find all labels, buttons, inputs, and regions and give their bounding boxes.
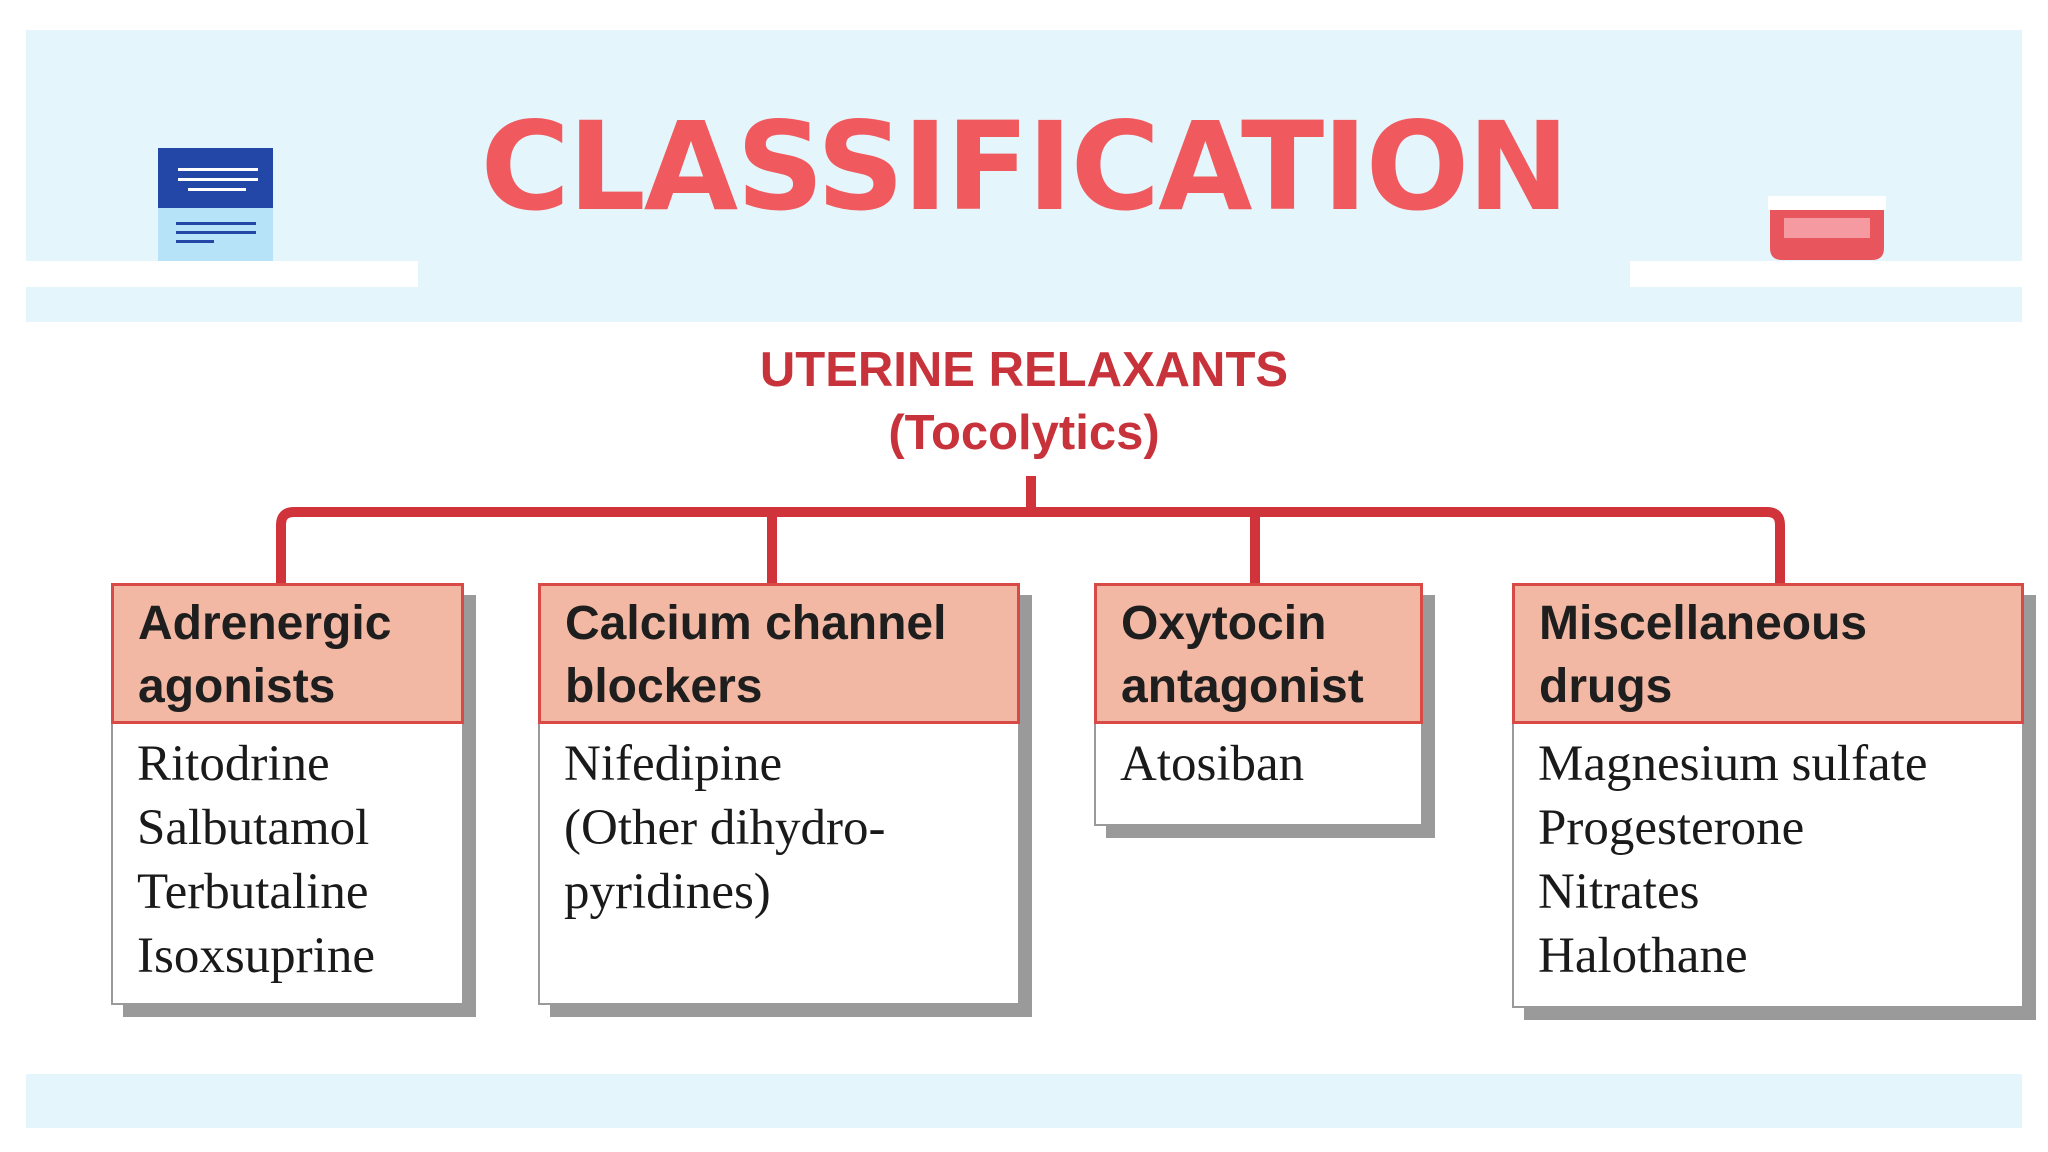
category-items: Magnesium sulfate Progesterone Nitrates … — [1514, 724, 2022, 988]
category-header-line: Oxytocin — [1121, 597, 1327, 650]
category-header: Oxytocin antagonist — [1094, 583, 1423, 724]
branch-connector — [276, 507, 1785, 585]
category-items: Nifedipine (Other dihydro- pyridines) — [540, 724, 1018, 924]
category-box-adrenergic: Adrenergic agonists Ritodrine Salbutamol… — [111, 583, 464, 1005]
list-item: Nitrates — [1538, 864, 1700, 920]
list-item: Atosiban — [1120, 736, 1305, 792]
list-item: pyridines) — [564, 864, 771, 920]
category-box-oxytocin: Oxytocin antagonist Atosiban — [1094, 583, 1423, 826]
category-box-misc: Miscellaneous drugs Magnesium sulfate Pr… — [1512, 583, 2024, 1008]
category-header-line: Miscellaneous — [1539, 597, 1868, 650]
category-items: Ritodrine Salbutamol Terbutaline Isoxsup… — [113, 724, 462, 988]
footer-band — [26, 1074, 2022, 1128]
list-item: Salbutamol — [137, 800, 370, 856]
category-header: Miscellaneous drugs — [1512, 583, 2024, 724]
category-header-line: Adrenergic — [138, 597, 392, 650]
category-header-line: drugs — [1539, 660, 1673, 713]
category-box-calcium: Calcium channel blockers Nifedipine (Oth… — [538, 583, 1020, 1005]
diagram-root-subtitle: (Tocolytics) — [888, 406, 1160, 460]
list-item: Ritodrine — [137, 736, 330, 792]
list-item: Progesterone — [1538, 800, 1805, 856]
list-item: Halothane — [1538, 928, 1748, 984]
page-title: CLASSIFICATION — [480, 96, 1570, 238]
list-item: Magnesium sulfate — [1538, 736, 1928, 792]
cup-icon — [1768, 196, 1886, 260]
left-shelf — [26, 261, 418, 287]
category-header: Calcium channel blockers — [538, 583, 1020, 724]
category-header-line: antagonist — [1121, 660, 1364, 713]
category-header-line: blockers — [565, 660, 763, 713]
list-item: (Other dihydro- — [564, 800, 886, 856]
category-items: Atosiban — [1096, 724, 1421, 796]
category-header-line: agonists — [138, 660, 336, 713]
category-header: Adrenergic agonists — [111, 583, 464, 724]
list-item: Isoxsuprine — [137, 928, 375, 984]
diagram-root-title: UTERINE RELAXANTS — [759, 343, 1289, 397]
list-item: Nifedipine — [564, 736, 783, 792]
document-icon — [158, 148, 273, 261]
category-header-line: Calcium channel — [565, 597, 947, 650]
right-shelf — [1630, 261, 2022, 287]
list-item: Terbutaline — [137, 864, 369, 920]
